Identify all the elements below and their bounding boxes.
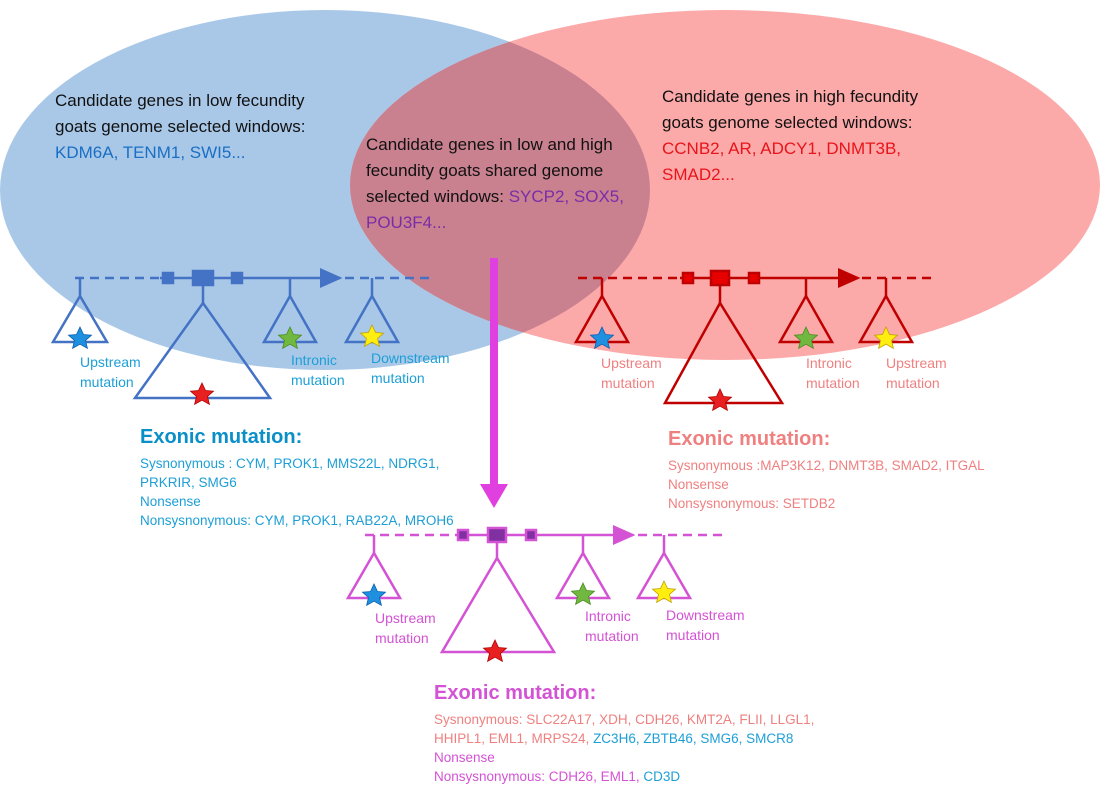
high-downstream-l1: Upstream — [886, 355, 947, 371]
exonic-star-icon — [189, 382, 215, 406]
shared-upstream-label: Upstream mutation — [375, 608, 436, 648]
shared-downstream-l2: mutation — [666, 627, 720, 643]
low-downstream-l1: Downstream — [371, 350, 450, 366]
high-downstream-star-icon — [873, 326, 899, 350]
high-upstream-star-icon — [589, 326, 615, 350]
high-text-line1: Candidate genes in high fecundity — [662, 87, 919, 106]
shared-intronic-l2: mutation — [585, 628, 639, 644]
shared-syn-b1: HHIPL1, EML1, MRPS24, — [434, 731, 594, 746]
high-genes-1: CCNB2, AR, ADCY1, DNMT3B, — [662, 139, 902, 158]
high-syn: Sysnonymous :MAP3K12, DNMT3B, SMAD2, ITG… — [668, 458, 985, 473]
shared-downstream-star-icon — [651, 580, 677, 604]
shared-nonsyn: Nonsysnonymous: CDH26, EML1, CD3D — [434, 767, 814, 786]
shared-nonsyn-b: CD3D — [643, 769, 681, 784]
low-text-line2: goats genome selected windows: — [55, 117, 306, 136]
shared-downstream-label: Downstream mutation — [666, 605, 745, 645]
low-exonic-list: Sysnonymous : CYM, PROK1, MMS22L, NDRG1,… — [140, 454, 454, 530]
low-nonsense: Nonsense — [140, 494, 201, 509]
high-intronic-l2: mutation — [806, 375, 860, 391]
high-downstream-label: Upstream mutation — [886, 353, 947, 393]
shared-upstream-l1: Upstream — [375, 610, 436, 626]
low-text-line1: Candidate genes in low fecundity — [55, 91, 305, 110]
high-intronic-label: Intronic mutation — [806, 353, 860, 393]
high-text-line2: goats genome selected windows: — [662, 113, 913, 132]
low-syn-2: PRKRIR, SMG6 — [140, 475, 237, 490]
high-nonsense: Nonsense — [668, 477, 729, 492]
shared-genes-1: SYCP2, SOX5, — [508, 187, 624, 206]
low-circle-text: Candidate genes in low fecundity goats g… — [55, 88, 305, 166]
shared-upstream-l2: mutation — [375, 630, 429, 646]
shared-intronic-star-icon — [570, 582, 596, 606]
shared-text-line3: selected windows: SYCP2, SOX5, — [366, 184, 624, 210]
upstream-star-icon — [67, 326, 93, 350]
low-nonsyn: Nonsysnonymous: CYM, PROK1, RAB22A, MROH… — [140, 513, 454, 528]
shared-exonic-list: Sysnonymous: SLC22A17, XDH, CDH26, KMT2A… — [434, 710, 814, 786]
shared-syn-b2: ZC3H6, ZBTB46, SMG6, SMCR8 — [593, 731, 794, 746]
center-down-arrow — [480, 258, 508, 508]
low-downstream-l2: mutation — [371, 370, 425, 386]
shared-nonsyn-a: Nonsysnonymous: CDH26, EML1, — [434, 769, 644, 784]
shared-syn-b: HHIPL1, EML1, MRPS24, ZC3H6, ZBTB46, SMG… — [434, 729, 814, 748]
low-upstream-label: Upstream mutation — [80, 352, 141, 392]
shared-circle-text: Candidate genes in low and high fecundit… — [366, 132, 624, 236]
high-exonic-list: Sysnonymous :MAP3K12, DNMT3B, SMAD2, ITG… — [668, 456, 985, 513]
low-genes: KDM6A, TENM1, SWI5... — [55, 143, 246, 162]
high-circle-text: Candidate genes in high fecundity goats … — [662, 84, 918, 188]
high-intronic-star-icon — [793, 326, 819, 350]
low-syn-1: Sysnonymous : CYM, PROK1, MMS22L, NDRG1, — [140, 456, 440, 471]
shared-upstream-star-icon — [361, 583, 387, 607]
intronic-star-icon — [277, 326, 303, 350]
shared-nonsense: Nonsense — [434, 750, 495, 765]
high-upstream-l1: Upstream — [601, 355, 662, 371]
high-upstream-label: Upstream mutation — [601, 353, 662, 393]
high-genes-2: SMAD2... — [662, 165, 735, 184]
low-intronic-l1: Intronic — [291, 352, 337, 368]
high-exonic-title: Exonic mutation: — [668, 428, 831, 450]
shared-intronic-l1: Intronic — [585, 608, 631, 624]
high-nonsyn: Nonsysnonymous: SETDB2 — [668, 496, 836, 511]
low-exonic-title: Exonic mutation: — [140, 426, 303, 448]
low-upstream-l2: mutation — [80, 374, 134, 390]
low-intronic-l2: mutation — [291, 372, 345, 388]
low-downstream-label: Downstream mutation — [371, 348, 450, 388]
low-intronic-label: Intronic mutation — [291, 350, 345, 390]
shared-genes-2: POU3F4... — [366, 213, 447, 232]
shared-exonic-star-icon — [482, 639, 508, 663]
downstream-star-icon — [359, 324, 385, 348]
high-downstream-l2: mutation — [886, 375, 940, 391]
shared-text-line1: Candidate genes in low and high — [366, 135, 613, 154]
shared-text-line2: fecundity goats shared genome — [366, 161, 604, 180]
shared-intronic-label: Intronic mutation — [585, 606, 639, 646]
high-exonic-star-icon — [707, 388, 733, 412]
high-intronic-l1: Intronic — [806, 355, 852, 371]
low-upstream-l1: Upstream — [80, 354, 141, 370]
overlap-region — [350, 10, 650, 360]
high-upstream-l2: mutation — [601, 375, 655, 391]
shared-exonic-title: Exonic mutation: — [434, 682, 597, 704]
shared-downstream-l1: Downstream — [666, 607, 745, 623]
shared-syn-a: Sysnonymous: SLC22A17, XDH, CDH26, KMT2A… — [434, 712, 815, 727]
shared-text-prefix: selected windows: — [366, 187, 509, 206]
